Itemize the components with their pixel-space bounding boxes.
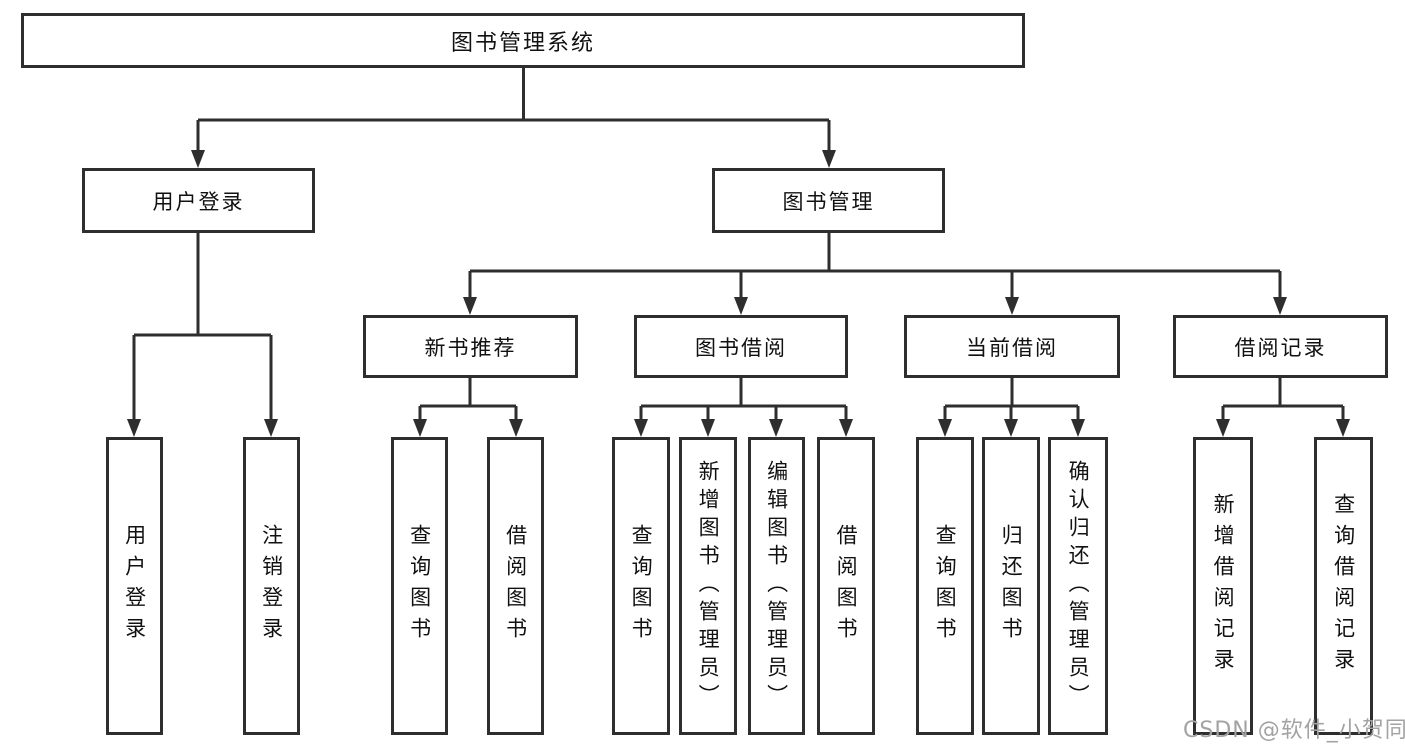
arrowhead-icon [463, 297, 477, 315]
node-root-system: 图书管理系统 [21, 13, 1025, 68]
connector-recommend-to-leaves [418, 378, 518, 419]
arrowhead-icon [127, 419, 141, 437]
node-borrow-records: 借阅记录 [1173, 315, 1388, 378]
leaf-return-books: 归还图书 [982, 437, 1040, 735]
arrowhead-icon [701, 419, 715, 437]
connector-current-to-leaves [943, 378, 1080, 419]
connector-records-to-leaves [1221, 378, 1345, 419]
leaf-logout: 注销登录 [243, 437, 300, 735]
arrowhead-icon [191, 150, 205, 168]
node-label: 新书推荐 [424, 335, 517, 360]
connector-userlogin-to-leaves [132, 233, 273, 419]
arrowhead-icon [1071, 419, 1085, 437]
arrowhead-icon [938, 419, 952, 437]
connector-borrow-to-leaves [639, 378, 848, 419]
leaf-query-borrow-record: 查询借阅记录 [1314, 437, 1373, 735]
arrowhead-icon [1273, 297, 1287, 315]
node-label: 新增图书（管理员） [696, 460, 721, 712]
node-label: 用户登录 [122, 524, 147, 648]
node-user-login-branch: 用户登录 [82, 168, 315, 233]
node-label: 查询图书 [933, 524, 958, 648]
leaf-recommend-query-books: 查询图书 [391, 437, 448, 735]
node-label: 注销登录 [259, 524, 284, 648]
node-label: 借阅记录 [1234, 335, 1327, 360]
node-label: 当前借阅 [966, 335, 1058, 360]
arrowhead-icon [413, 419, 427, 437]
node-label: 确认归还（管理员） [1066, 460, 1091, 712]
leaf-recommend-borrow-books: 借阅图书 [487, 437, 544, 735]
leaf-borrow-books: 借阅图书 [817, 437, 875, 735]
node-label: 查询图书 [407, 524, 432, 648]
node-label: 图书借阅 [695, 335, 787, 360]
leaf-user-login: 用户登录 [106, 437, 163, 735]
arrowhead-icon [1004, 419, 1018, 437]
arrowhead-icon [634, 419, 648, 437]
node-label: 借阅图书 [503, 524, 528, 648]
arrowhead-icon [1216, 419, 1230, 437]
leaf-add-books-admin: 新增图书（管理员） [679, 437, 737, 735]
csdn-watermark: CSDN @软件_小贺同学 [1183, 718, 1405, 743]
connector-root-to-level2 [196, 68, 831, 150]
leaf-add-borrow-record: 新增借阅记录 [1193, 437, 1253, 735]
node-label: 查询借阅记录 [1331, 493, 1356, 679]
arrowhead-icon [1336, 419, 1350, 437]
arrowhead-icon [264, 419, 278, 437]
arrowhead-icon [822, 150, 836, 168]
node-book-borrow: 图书借阅 [634, 315, 848, 378]
node-label: 图书管理 [782, 189, 875, 214]
leaf-borrow-query-books: 查询图书 [612, 437, 670, 735]
node-label: 查询图书 [629, 524, 654, 648]
node-label: 归还图书 [999, 524, 1024, 648]
node-label: 新增借阅记录 [1211, 493, 1236, 679]
leaf-edit-books-admin: 编辑图书（管理员） [748, 437, 805, 735]
arrowhead-icon [509, 419, 523, 437]
arrowhead-icon [734, 297, 748, 315]
node-label: 图书管理系统 [450, 30, 595, 56]
node-label: 用户登录 [152, 189, 245, 214]
arrowhead-icon [1005, 297, 1019, 315]
node-label: 编辑图书（管理员） [764, 460, 789, 712]
leaf-current-query-books: 查询图书 [916, 437, 974, 735]
connector-bookmgmt-to-modules [468, 233, 1282, 297]
arrowhead-icon [769, 419, 783, 437]
node-new-book-recommend: 新书推荐 [363, 315, 578, 378]
node-label: 借阅图书 [834, 524, 859, 648]
node-current-borrow: 当前借阅 [904, 315, 1120, 378]
leaf-confirm-return-admin: 确认归还（管理员） [1048, 437, 1108, 735]
arrowhead-icon [839, 419, 853, 437]
node-book-management-branch: 图书管理 [712, 168, 945, 233]
